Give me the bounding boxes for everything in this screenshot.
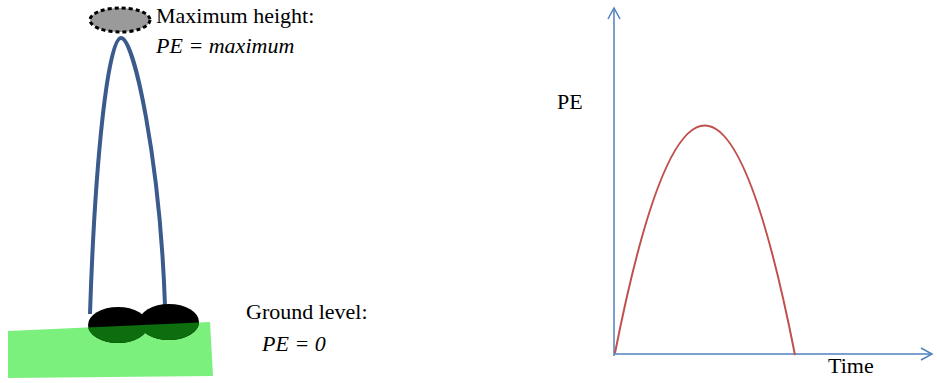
height-label: Maximum height: [156,4,314,28]
ball-start [88,307,148,343]
axis-label: Time [828,354,874,378]
axis-label: PE [557,90,583,114]
ground-label: Ground level: [246,300,368,324]
ball-end [139,304,199,340]
trajectory [90,38,165,314]
ball-top [90,8,150,32]
x-axis [614,353,932,355]
pe-curve [615,125,795,355]
y-axis [613,8,615,356]
energy-formula: PE = maximum [156,34,294,58]
energy-formula: PE = 0 [262,332,326,356]
